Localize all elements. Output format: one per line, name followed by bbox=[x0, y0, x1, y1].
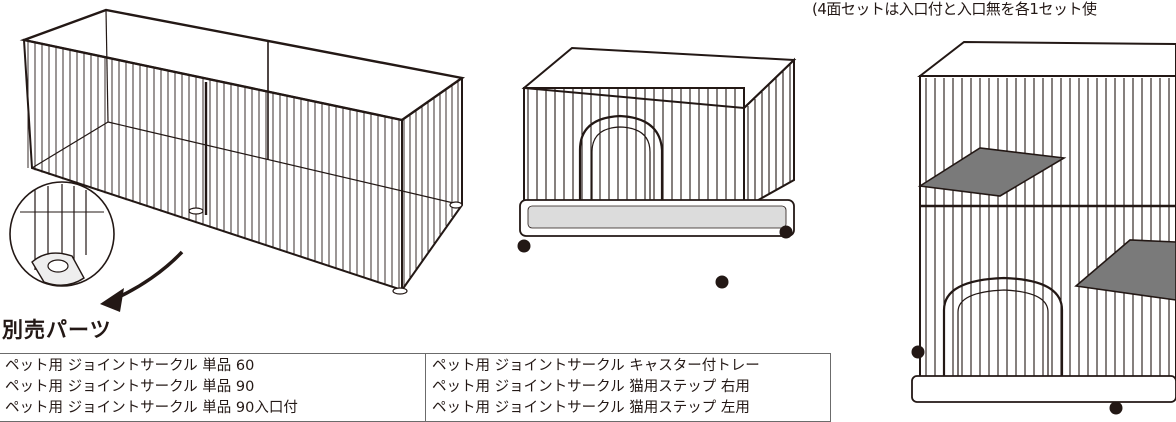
parts-section-title: 別売パーツ bbox=[2, 318, 112, 342]
cat-cage-double-illustration bbox=[911, 40, 1176, 415]
parts-column-2: ペット用 ジョイントサークル キャスター付トレー ペット用 ジョイントサークル … bbox=[425, 353, 831, 422]
parts-table: ペット用 ジョイントサークル 単品 60 ペット用 ジョイントサークル 単品 9… bbox=[0, 353, 831, 422]
playpen-illustration bbox=[19, 8, 466, 295]
part-item: ペット用 ジョイントサークル キャスター付トレー bbox=[432, 358, 760, 374]
joint-detail-zoom bbox=[9, 181, 184, 312]
part-item: ペット用 ジョイントサークル 単品 90入口付 bbox=[5, 400, 298, 416]
part-item: ペット用 ジョイントサークル 猫用ステップ 右用 bbox=[432, 379, 750, 395]
usage-note: (4面セットは入口付と入口無を各1セット使 bbox=[812, 0, 1097, 18]
part-item: ペット用 ジョイントサークル 猫用ステップ 左用 bbox=[432, 400, 750, 416]
parts-column-1: ペット用 ジョイントサークル 単品 60 ペット用 ジョイントサークル 単品 9… bbox=[0, 353, 426, 422]
part-item: ペット用 ジョイントサークル 単品 60 bbox=[5, 358, 255, 374]
part-item: ペット用 ジョイントサークル 単品 90 bbox=[5, 379, 255, 395]
cat-cage-single-illustration bbox=[517, 46, 797, 289]
